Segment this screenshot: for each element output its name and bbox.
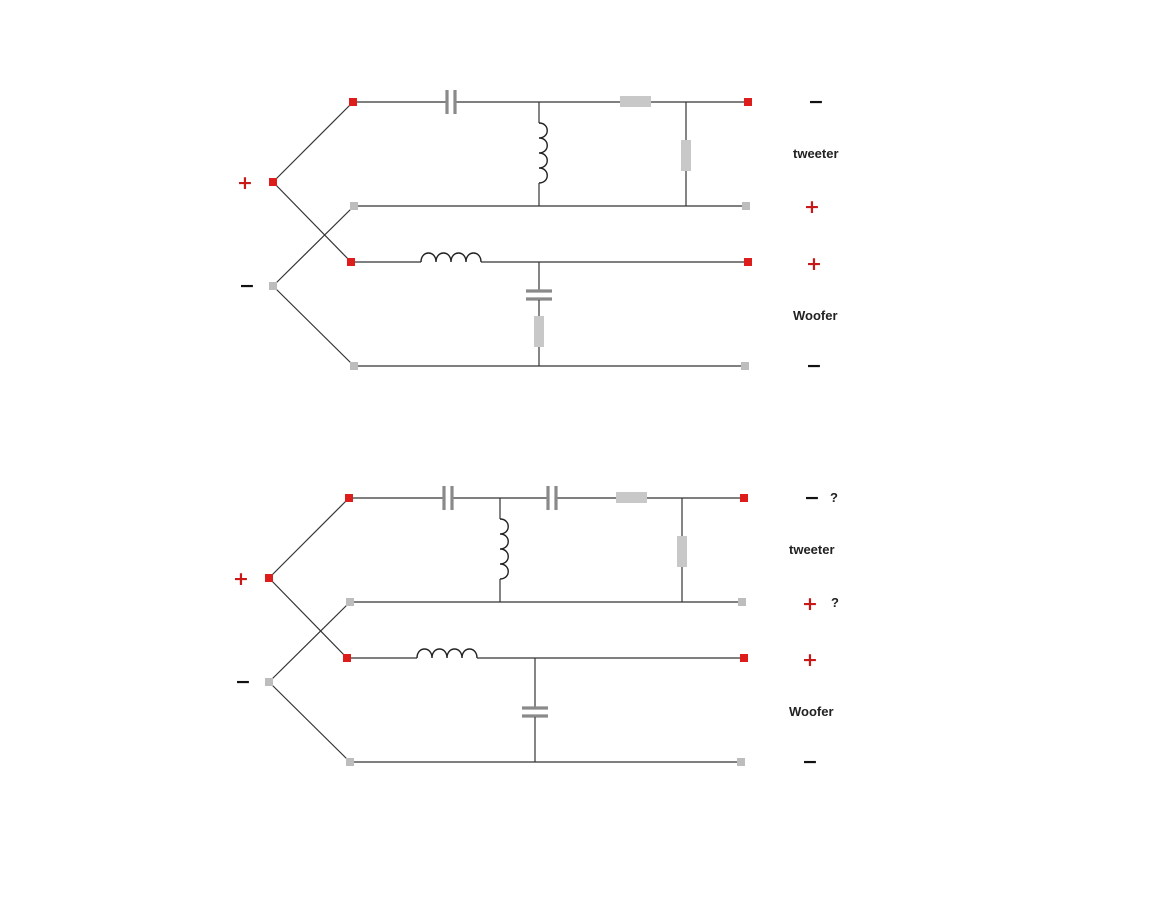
wire — [272, 205, 355, 287]
terminal-node — [346, 758, 354, 766]
tweeter-shunt-resistor — [681, 140, 691, 171]
terminal-output — [737, 758, 745, 766]
circuit-top: + − − tweeter + + Woofer − — [237, 90, 839, 377]
woofer-label: Woofer — [789, 704, 834, 719]
woofer-shunt-resistor — [534, 316, 544, 347]
tweeter-series-capacitor-2 — [546, 486, 558, 510]
terminal-node — [350, 202, 358, 210]
input-minus-sign: − — [235, 671, 251, 693]
terminal-input-negative — [269, 282, 277, 290]
tweeter-bottom-question: ? — [831, 595, 839, 610]
woofer-bottom-sign: − — [806, 355, 822, 377]
wire — [272, 101, 354, 183]
terminal-output — [740, 494, 748, 502]
woofer-series-inductor — [416, 648, 478, 659]
terminal-output — [744, 98, 752, 106]
tweeter-shunt-inductor — [538, 122, 548, 184]
woofer-shunt-capacitor — [526, 289, 552, 301]
wire — [268, 601, 351, 683]
terminal-node — [347, 258, 355, 266]
tweeter-shunt-resistor — [677, 536, 687, 567]
terminal-node — [343, 654, 351, 662]
woofer-top-sign: + — [802, 649, 818, 671]
wire — [268, 577, 348, 659]
terminal-node — [350, 362, 358, 370]
tweeter-bottom-sign: + — [804, 196, 820, 218]
woofer-bottom-sign: − — [802, 751, 818, 773]
terminal-input-positive — [269, 178, 277, 186]
woofer-series-inductor — [420, 252, 482, 263]
tweeter-series-resistor — [616, 492, 647, 503]
tweeter-top-question: ? — [830, 490, 838, 505]
wire — [272, 285, 355, 367]
terminal-node — [346, 598, 354, 606]
tweeter-bottom-sign: + — [802, 593, 818, 615]
circuit-bottom: + − − ? tweeter + ? + Woofer − — [233, 486, 839, 773]
terminal-output — [744, 258, 752, 266]
tweeter-series-capacitor-1 — [442, 486, 454, 510]
wire — [268, 497, 350, 579]
woofer-shunt-capacitor — [522, 706, 548, 718]
wire — [272, 181, 352, 263]
tweeter-label: tweeter — [789, 542, 835, 557]
terminal-output — [741, 362, 749, 370]
wire — [268, 681, 351, 763]
input-plus-sign: + — [233, 568, 249, 590]
tweeter-series-resistor — [620, 96, 651, 107]
input-plus-sign: + — [237, 172, 253, 194]
terminal-output — [742, 202, 750, 210]
woofer-top-sign: + — [806, 253, 822, 275]
terminal-input-positive — [265, 574, 273, 582]
terminal-input-negative — [265, 678, 273, 686]
terminal-output — [738, 598, 746, 606]
woofer-label: Woofer — [793, 308, 838, 323]
tweeter-top-sign: − — [804, 487, 820, 509]
input-minus-sign: − — [239, 275, 255, 297]
tweeter-shunt-inductor — [499, 518, 509, 580]
terminal-output — [740, 654, 748, 662]
tweeter-label: tweeter — [793, 146, 839, 161]
terminal-node — [349, 98, 357, 106]
tweeter-top-sign: − — [808, 91, 824, 113]
tweeter-series-capacitor — [445, 90, 457, 114]
terminal-node — [345, 494, 353, 502]
